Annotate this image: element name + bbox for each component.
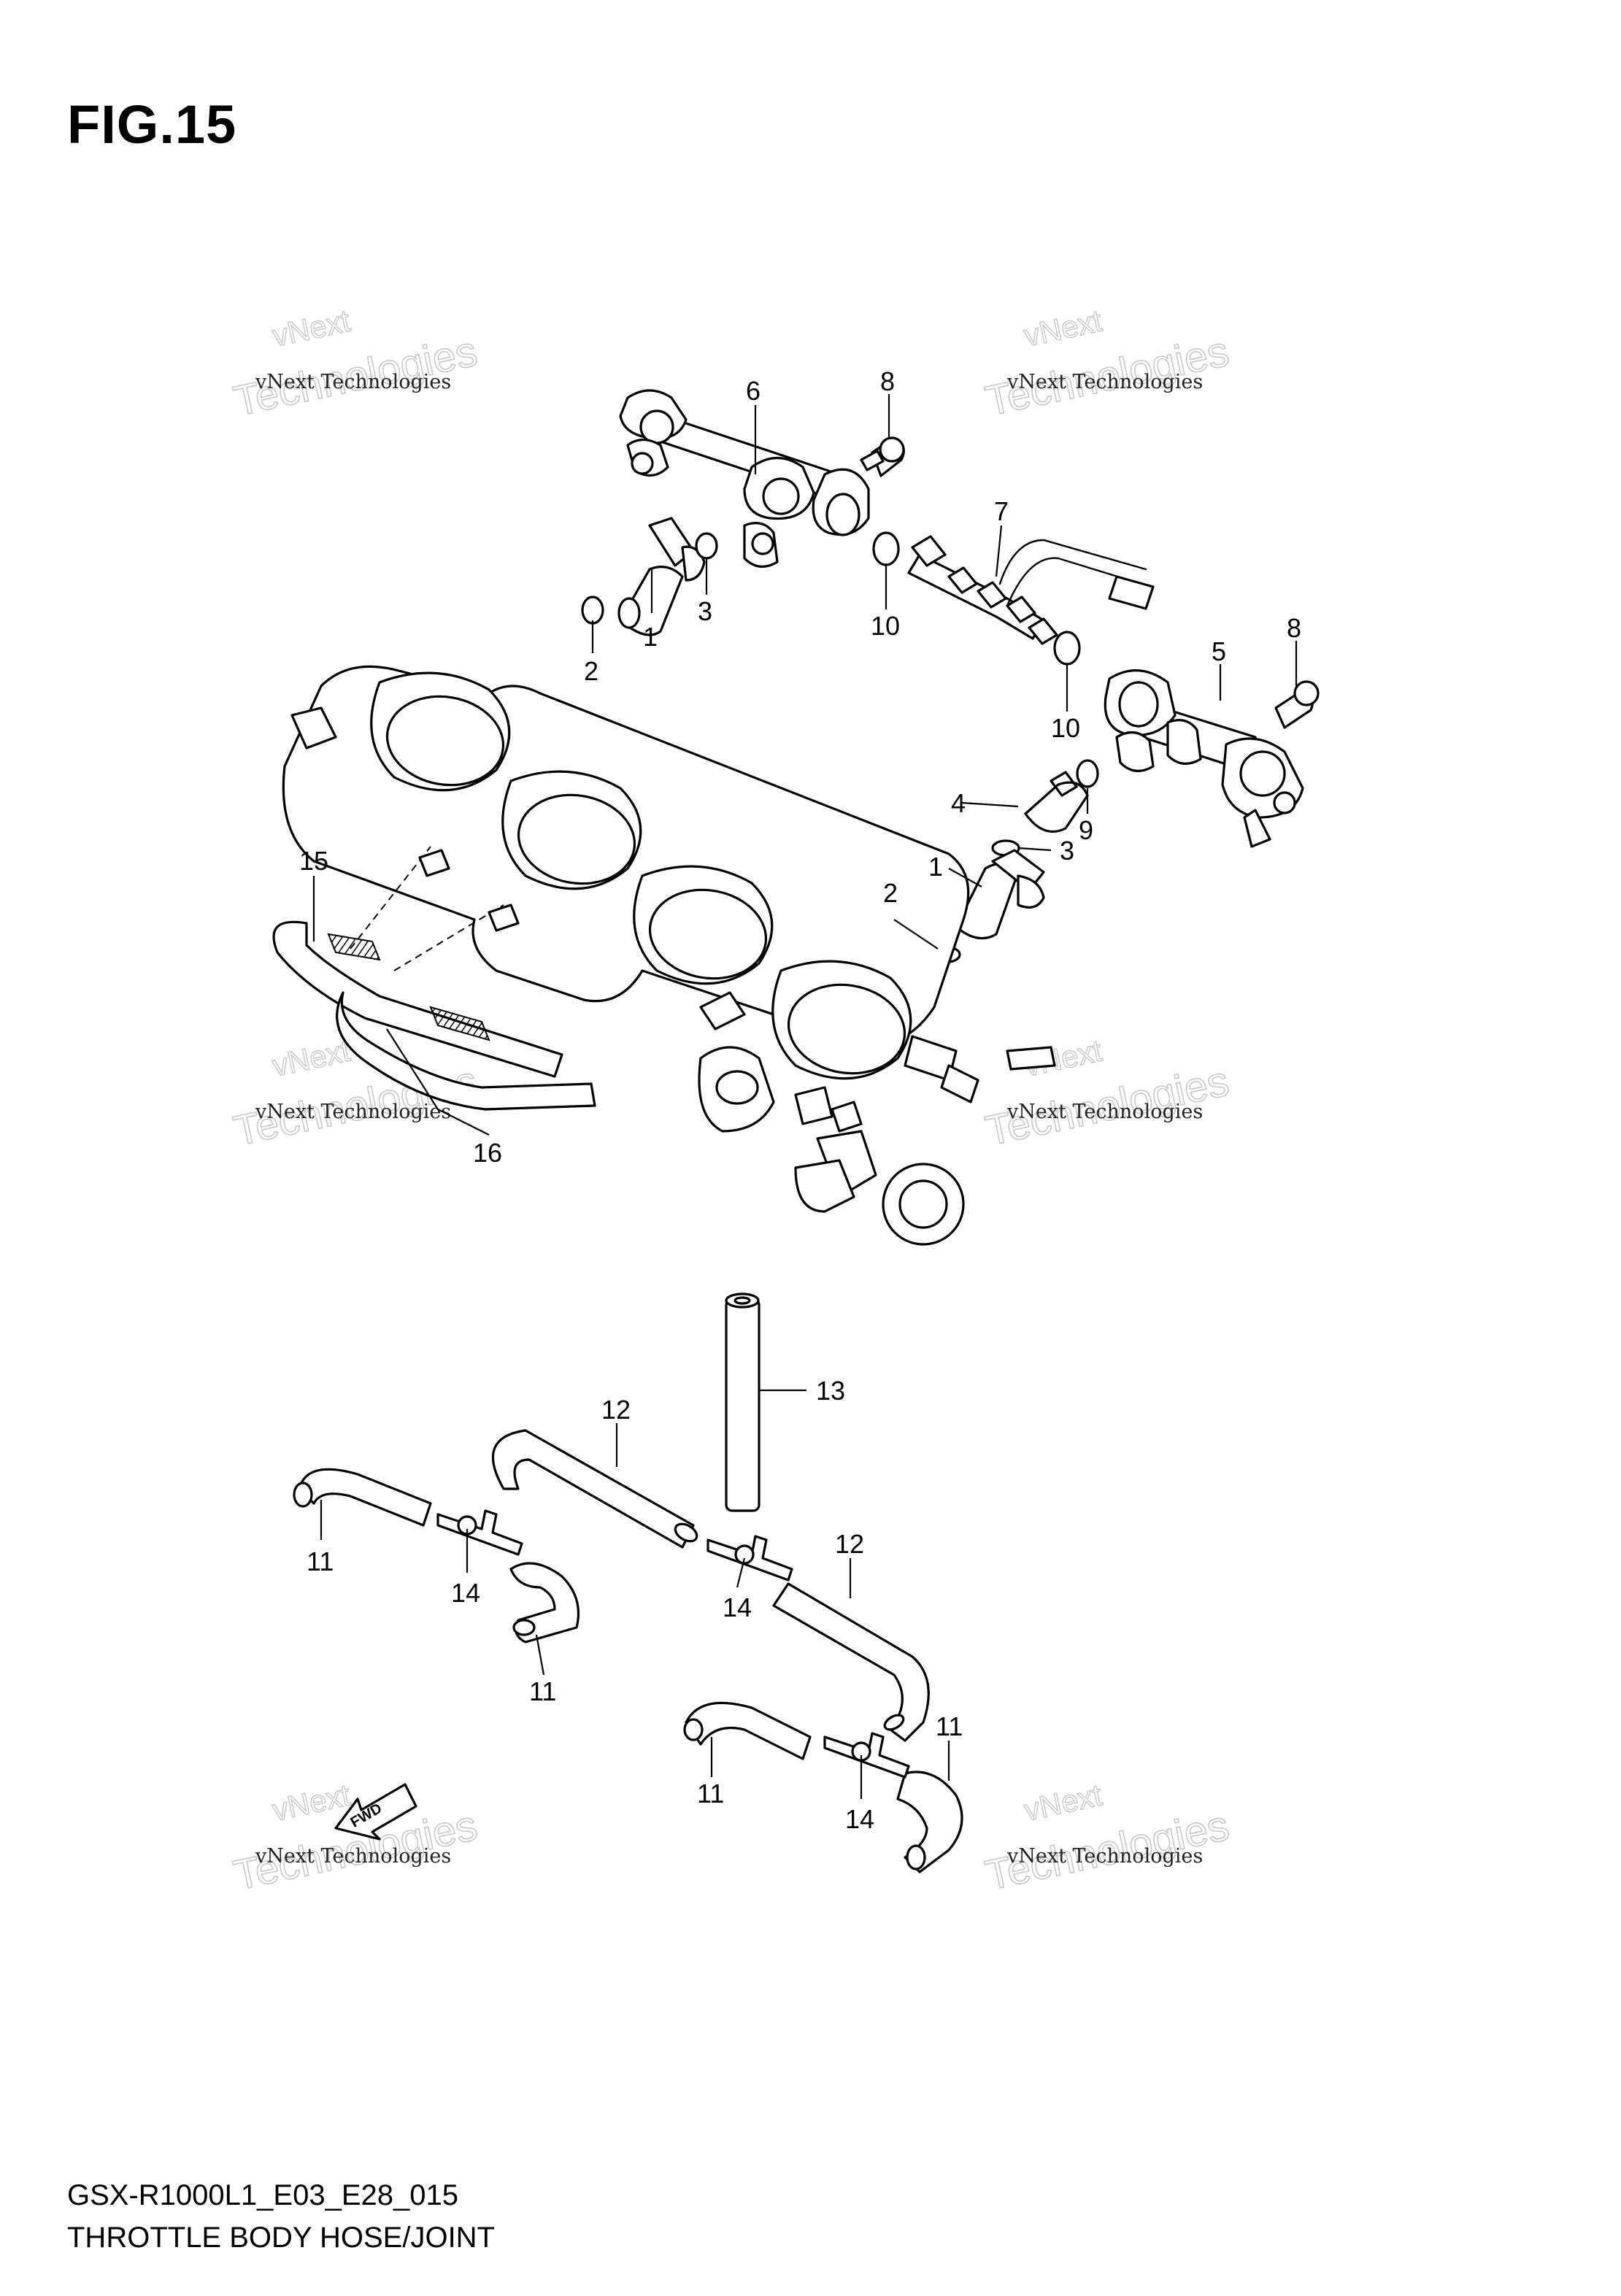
fuel-injector-upper xyxy=(617,517,706,636)
callout-16: 16 xyxy=(473,1138,502,1168)
watermark-top-right: Technologies vNext vNext Technologies xyxy=(981,303,1233,426)
vacuum-pipe-13 xyxy=(725,1293,761,1512)
fuel-injector-lower xyxy=(955,849,1045,940)
callout-8-upper: 8 xyxy=(880,366,895,396)
callout-12-left: 12 xyxy=(601,1395,631,1425)
callout-labels: 6 8 7 1 2 3 10 10 8 5 4 9 3 1 2 15 16 13… xyxy=(299,366,1301,1834)
callout-6: 6 xyxy=(746,376,761,406)
fuel-feed-pipe xyxy=(907,535,1155,645)
svg-text:vNext Technologies: vNext Technologies xyxy=(1006,1101,1203,1123)
callout-5: 5 xyxy=(1212,636,1226,666)
callout-1-lower: 1 xyxy=(928,852,943,882)
callout-11-b: 11 xyxy=(529,1676,556,1706)
o-ring-10b xyxy=(1053,631,1081,666)
callout-11-a: 11 xyxy=(307,1546,334,1576)
callout-3-upper: 3 xyxy=(698,596,712,626)
hose-11-d xyxy=(896,1771,963,1873)
o-ring-3-upper xyxy=(695,532,718,560)
svg-text:vNext Technologies: vNext Technologies xyxy=(255,1845,451,1868)
svg-text:vNext: vNext xyxy=(1021,304,1105,353)
callout-2-upper: 2 xyxy=(584,656,598,686)
callout-14-b: 14 xyxy=(723,1592,752,1622)
callout-3-lower: 3 xyxy=(1060,836,1074,866)
svg-text:vNext Technologies: vNext Technologies xyxy=(255,371,451,393)
watermark-mid-right: Technologies vNext vNext Technologies xyxy=(981,1033,1233,1156)
svg-text:vNext Technologies: vNext Technologies xyxy=(1006,371,1203,393)
figure-description: THROTTLE BODY HOSE/JOINT xyxy=(67,2222,495,2254)
callout-10-a: 10 xyxy=(871,611,900,641)
callout-13: 13 xyxy=(816,1376,845,1406)
callout-14-a: 14 xyxy=(451,1578,480,1608)
joint-14-a xyxy=(436,1509,523,1556)
callout-8-lower: 8 xyxy=(1287,613,1301,643)
hose-16 xyxy=(336,991,596,1111)
bolt-upper xyxy=(860,436,905,477)
hose-11-c xyxy=(683,1701,812,1760)
joint-14-b xyxy=(706,1535,793,1582)
callout-11-c: 11 xyxy=(697,1779,724,1808)
callout-4: 4 xyxy=(951,788,966,818)
joint-14-c xyxy=(823,1732,910,1779)
callout-9: 9 xyxy=(1079,815,1093,845)
hose-connectors xyxy=(350,846,520,971)
callout-12-right: 12 xyxy=(835,1529,864,1559)
hose-11-a xyxy=(293,1468,432,1527)
leader-lines xyxy=(312,394,1298,1799)
callout-15: 15 xyxy=(299,846,328,876)
callout-11-d: 11 xyxy=(936,1711,963,1741)
page-title: FIG.15 xyxy=(67,94,237,155)
callout-7: 7 xyxy=(994,496,1009,526)
model-code: GSX-R1000L1_E03_E28_015 xyxy=(67,2179,458,2211)
bolt-lower xyxy=(1274,680,1320,729)
svg-text:vNext Technologies: vNext Technologies xyxy=(1006,1845,1203,1868)
o-ring-9 xyxy=(1076,759,1099,788)
watermark-bottom-right: Technologies vNext vNext Technologies xyxy=(981,1777,1233,1900)
svg-text:vNext: vNext xyxy=(269,1033,353,1083)
hose-15 xyxy=(272,920,563,1078)
hose-12-right xyxy=(772,1582,930,1742)
svg-text:vNext Technologies: vNext Technologies xyxy=(255,1101,451,1123)
throttle-body xyxy=(282,665,1056,1246)
callout-14-c: 14 xyxy=(845,1804,874,1834)
svg-text:vNext: vNext xyxy=(269,304,353,353)
watermark-top-left: Technologies vNext vNext Technologies xyxy=(229,303,482,426)
callout-10-b: 10 xyxy=(1051,713,1080,743)
fuel-delivery-pipe-upper xyxy=(619,389,870,568)
hose-12-left xyxy=(491,1429,698,1549)
callout-1-upper: 1 xyxy=(643,622,658,652)
o-ring-2-upper xyxy=(581,596,604,625)
hose-11-b xyxy=(509,1562,580,1644)
callout-2-lower: 2 xyxy=(883,878,898,908)
injector-cap xyxy=(1024,771,1089,833)
o-ring-10a xyxy=(872,531,900,566)
fuel-delivery-pipe-lower xyxy=(1104,669,1304,848)
svg-text:vNext: vNext xyxy=(1021,1778,1105,1827)
